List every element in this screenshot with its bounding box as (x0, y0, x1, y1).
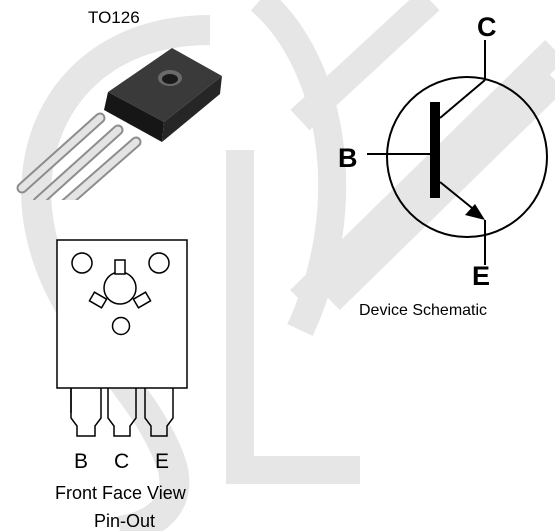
top-right-hole (148, 252, 170, 274)
transistor-envelope (386, 76, 548, 238)
package-illustration (16, 48, 222, 200)
transistor-schematic (367, 40, 548, 265)
front-view-caption: Front Face View (55, 483, 186, 503)
package-label: TO126 (88, 8, 140, 27)
watermark-stroke-l (226, 150, 360, 484)
collector-line (439, 79, 486, 119)
pin-b-label: B (74, 450, 89, 473)
pinout-caption: Pin-Out (94, 511, 156, 531)
top-left-hole (71, 252, 93, 274)
pin-e-label: E (155, 450, 170, 473)
package-body (104, 48, 222, 142)
emitter-arrow (465, 204, 485, 220)
center-mounting-hole (88, 259, 152, 309)
package-leads (16, 112, 142, 200)
emitter-label: E (472, 261, 491, 291)
base-bar (430, 102, 440, 198)
bottom-hole (111, 316, 131, 336)
schematic-caption: Device Schematic (359, 302, 488, 319)
lead-b (70, 388, 102, 437)
lead-e (144, 388, 174, 437)
base-label: B (338, 143, 358, 173)
front-view-drawing (56, 239, 188, 437)
lead-c (107, 388, 137, 437)
emitter-line (439, 181, 478, 213)
pin-c-label: C (114, 450, 130, 473)
collector-label: C (477, 12, 497, 42)
